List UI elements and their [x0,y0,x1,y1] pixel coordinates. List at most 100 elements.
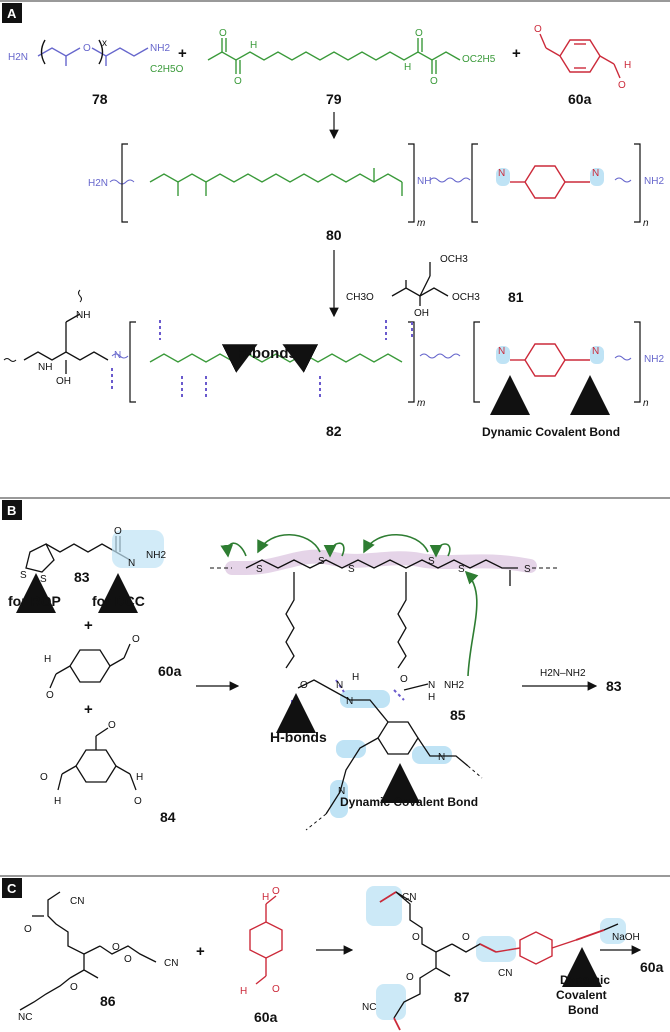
polymer-80 [109,143,641,223]
atom-nh2-78: NH2 [150,43,170,54]
atom-o-60a-c1: O [272,886,280,897]
atom-h-84b: H [136,772,143,783]
atom-n-85c: N [428,680,435,691]
repeat-m-82: m [417,398,425,409]
atom-ch3o-81: CH3O [346,292,374,303]
atom-nh-82b: NH [76,310,90,321]
atom-o-85a: O [300,680,308,691]
label-86: 86 [100,993,116,1009]
plus-sign-2: + [512,45,521,62]
dcb-line-2: Covalent [556,988,607,1002]
atom-o-60a-b2: O [132,634,140,645]
atom-o-86b: O [112,942,120,953]
atom-n-82b: N [592,346,599,357]
label-82: 82 [326,423,342,439]
panel-b-tag-box [2,500,22,520]
repeat-n-80: n [643,218,649,229]
atom-h2-85: NH2 [444,680,464,691]
atom-s-85a: S [256,564,263,575]
for-dcc-label: for DCC [92,593,145,609]
atom-o-60a-1: O [534,24,542,35]
repeat-m-80: m [417,218,425,229]
atom-s-85f: S [524,564,531,575]
atom-o-84a: O [108,720,116,731]
atom-o-86a: O [24,924,32,935]
atom-nh-82a: NH [38,362,52,373]
panel-a: A H2N O NH2 x 78 + C2H5O O O H H O O [0,0,670,439]
compound-60a-a [539,33,621,79]
atom-nh2-82: NH2 [644,354,664,365]
atom-h-60a-1: H [624,60,631,71]
atom-n-82a: N [498,346,505,357]
atom-o-87b: O [462,932,470,943]
network-82 [3,289,641,415]
atom-o-60a-b: O [46,690,54,701]
atom-oh-81: OH [414,308,429,319]
label-83b: 83 [606,678,622,694]
compound-79 [207,38,461,74]
for-rop-label: for ROP [8,593,61,609]
atom-s-83b: S [40,574,47,585]
dcb-line-1: Dynamic [560,973,610,987]
label-84: 84 [160,809,176,825]
atom-ester-right: OC2H5 [462,54,496,65]
atom-o-85b: O [400,674,408,685]
plus-sign-c: + [196,943,205,960]
atom-h2n-78: H2N [8,52,28,63]
panel-b: B O N NH2 S S 83 for ROP for DCC + H O O [0,497,670,831]
atom-n-85d: N [338,786,345,797]
hydrazine-label: H2N–NH2 [540,668,586,679]
atom-ester-left: C2H5O [150,64,184,75]
atom-s-85b: S [318,556,325,567]
atom-o-86c: O [124,954,132,965]
atom-h-60a-c1: H [262,892,269,903]
panel-c-tag: C [7,881,17,896]
atom-h-60a-c2: H [240,986,247,997]
atom-cn-87a: CN [402,892,416,903]
compound-81 [391,262,449,306]
compound-60a-b [49,643,131,689]
label-87: 87 [454,989,470,1005]
atom-oh-82: OH [56,376,71,387]
network-85 [210,533,560,831]
label-60a-c: 60a [254,1009,278,1025]
atom-o-79b: O [234,76,242,87]
network-87 [366,886,626,1031]
label-81: 81 [508,289,524,305]
atom-n-80b: N [592,168,599,179]
atom-s-85e: S [458,564,465,575]
subscript-x-78: x [102,38,107,49]
atom-o-79d: O [430,76,438,87]
atom-o-87a: O [412,932,420,943]
label-60a-b: 60a [158,663,182,679]
label-85: 85 [450,707,466,723]
atom-h-85a: H [352,672,359,683]
atom-nh-79a: H [250,40,257,51]
hbonds-label-a: H-bonds [236,345,297,362]
dcb-label-a: Dynamic Covalent Bond [482,425,620,439]
atom-s-85c: S [348,564,355,575]
compound-86 [19,891,157,1011]
atom-nh2-80: NH2 [644,176,664,187]
atom-o-60a-2: O [618,80,626,91]
atom-nh-80: NH [417,176,431,187]
compound-84 [57,727,137,791]
label-78: 78 [92,91,108,107]
atom-h2n-80: H2N [88,178,108,189]
atom-s-85d: S [428,556,435,567]
panel-a-tag: A [7,6,17,21]
atom-h-84: H [54,796,61,807]
atom-o-83: O [114,526,122,537]
label-60a-out: 60a [640,959,664,975]
atom-nh2-83: NH2 [146,550,166,561]
atom-n-80a: N [498,168,505,179]
atom-nh-79b: H [404,62,411,73]
atom-o-86d: O [70,982,78,993]
panel-b-tag: B [7,503,16,518]
atom-h-85b: H [428,692,435,703]
plus-sign-b1: + [84,617,93,634]
atom-s-83a: S [20,570,27,581]
compound-78 [37,39,149,66]
panel-a-tag-box [2,3,22,23]
